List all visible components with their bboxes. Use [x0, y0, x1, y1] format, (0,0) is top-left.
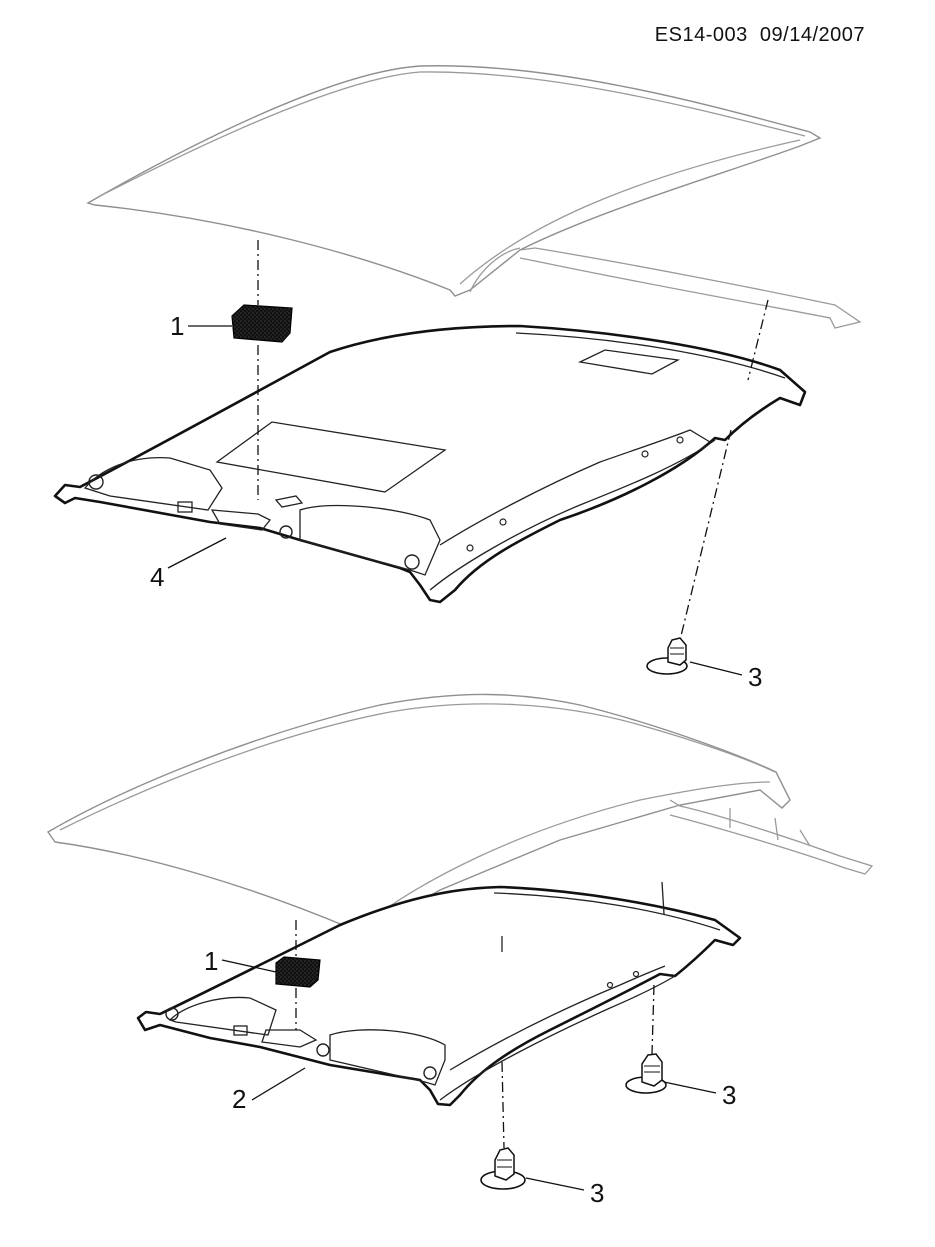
top-assembly: 1 4 3 — [53, 65, 862, 692]
roof-panel-top — [86, 65, 862, 329]
document-id: ES14-003 09/14/2007 — [655, 24, 865, 47]
retainer-clip-top — [646, 637, 688, 675]
leader-retainer-right — [663, 1081, 717, 1094]
alignment-line-roof-top — [747, 299, 769, 381]
alignment-line-retainer-lower — [501, 1061, 505, 1149]
pad-top — [231, 304, 293, 343]
pad-bottom — [275, 956, 321, 988]
retainer-clip-bottom-right — [625, 1053, 667, 1094]
callout-retainer-top: 3 — [748, 662, 762, 692]
callout-retainer-bottom-right: 3 — [722, 1080, 736, 1110]
retainer-clip-bottom-lower — [480, 1147, 526, 1190]
callout-pad-bottom: 1 — [204, 946, 218, 976]
leader-headliner-bottom — [251, 1067, 306, 1101]
roof-panel-bottom — [46, 693, 874, 936]
alignment-line-retainer-top — [680, 429, 732, 637]
alignment-line-retainer-right — [651, 984, 655, 1055]
leader-retainer-lower — [525, 1177, 585, 1191]
callout-headliner-top: 4 — [150, 562, 164, 592]
doc-code: ES14-003 — [654, 24, 748, 46]
bottom-assembly: 1 2 3 3 — [46, 693, 874, 1208]
doc-date: 09/14/2007 — [759, 24, 865, 46]
callout-headliner-bottom: 2 — [232, 1084, 246, 1114]
callout-pad-top: 1 — [170, 311, 184, 341]
leader-retainer-top — [689, 661, 743, 676]
leader-pad-bottom — [221, 959, 277, 973]
headliner-top — [53, 324, 807, 604]
leader-headliner-top — [167, 537, 227, 569]
callout-retainer-bottom-lower: 3 — [590, 1178, 604, 1208]
headliner-bottom — [136, 881, 742, 1107]
